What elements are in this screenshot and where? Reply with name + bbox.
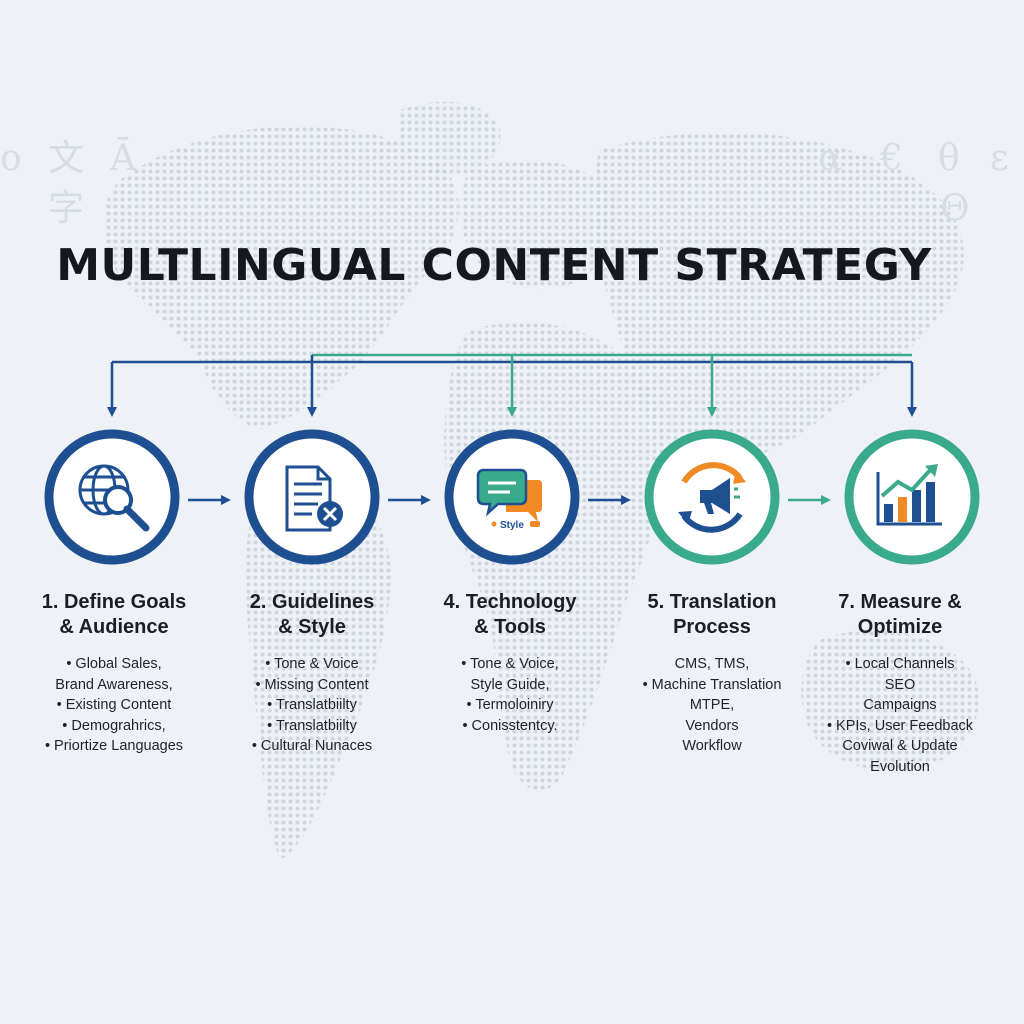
step-title-line: 2. Guidelines xyxy=(249,591,375,613)
bullet-item: • Translatbiilty xyxy=(267,697,357,713)
step-measure: 7. Measure & Optimize • Local Channels S… xyxy=(800,590,1000,777)
step-bullets: CMS, TMS, • Machine Translation MTPE, Ve… xyxy=(612,654,812,757)
map-north-america xyxy=(103,126,459,430)
step-1-circle xyxy=(44,429,180,565)
glyph-decoration: α xyxy=(818,138,842,179)
bullet-item: • Priortize Languages xyxy=(44,738,184,754)
top-connector xyxy=(107,353,917,417)
map-south-america xyxy=(245,468,391,860)
glyph-decoration: € xyxy=(879,138,903,179)
step-define-goals: 1. Define Goals & Audience • Global Sale… xyxy=(14,590,214,757)
step-title: 1. Define Goals & Audience xyxy=(14,590,214,640)
bullet-item: Vendors xyxy=(685,717,739,734)
megaphone-cycle-icon xyxy=(678,462,746,533)
step-title: 5. Translation Process xyxy=(612,590,812,640)
bullet-item: • Tone & Voice xyxy=(265,656,359,672)
bullet-item: SEO xyxy=(884,676,916,693)
map-greenland xyxy=(397,101,501,176)
step-bullets: • Tone & Voice, Style Guide, • Termoloin… xyxy=(410,654,610,736)
bullet-item: • Machine Translation xyxy=(642,676,782,693)
step-guidelines: 2. Guidelines & Style • Tone & Voice • M… xyxy=(212,590,412,757)
step-5-circle xyxy=(844,429,980,565)
bullet-item: • Translatbiilty xyxy=(267,717,357,734)
bar-chart-growth-icon xyxy=(876,464,942,526)
step-3-circle: Style xyxy=(444,429,580,565)
bullet-item: • KPIs, User Feedback xyxy=(826,717,974,734)
glyph-decoration: 文 xyxy=(48,138,84,179)
step-title-line: & Style xyxy=(278,616,346,638)
step-title-line: Process xyxy=(673,616,751,638)
bullet-item: • Demograhrics, xyxy=(62,717,166,734)
bullet-item: • Cultural Nunaces xyxy=(251,738,373,754)
bullet-item: • Global Sales, xyxy=(66,656,162,672)
glyph-decoration: ε xyxy=(990,138,1009,179)
step-bullets: • Global Sales, Brand Awareness, • Exist… xyxy=(14,654,214,757)
step-technology: 4. Technology & Tools • Tone & Voice, St… xyxy=(410,590,610,736)
step-bullets: • Tone & Voice • Missing Content • Trans… xyxy=(212,654,412,757)
glyph-decoration: θ xyxy=(938,138,960,179)
map-australia xyxy=(801,630,979,771)
step-translation: 5. Translation Process CMS, TMS, • Machi… xyxy=(612,590,812,757)
bullet-item: • Tone & Voice, xyxy=(461,656,559,672)
glyph-decoration: Θ xyxy=(940,188,970,229)
step-title-line: & Audience xyxy=(59,616,169,638)
bullet-item: • Termoloiniry xyxy=(466,697,554,713)
chat-bubbles-icon: Style xyxy=(476,468,542,531)
bullet-item: • Missing Content xyxy=(255,676,369,693)
bullet-item: Campaigns xyxy=(863,697,937,713)
step-2-circle xyxy=(244,429,380,565)
bullet-item: Workflow xyxy=(682,738,742,754)
glyph-decoration: 字 xyxy=(48,188,84,229)
bullet-item: • Existing Content xyxy=(56,697,172,713)
step-title: 4. Technology & Tools xyxy=(410,590,610,640)
bullet-item: Evolution xyxy=(870,758,930,775)
map-europe xyxy=(459,159,619,289)
bullet-item: • Conisstentcy. xyxy=(462,717,558,734)
glyph-decoration: Ā xyxy=(109,138,137,179)
map-asia xyxy=(593,132,964,463)
step-title-line: & Tools xyxy=(474,616,546,638)
bullet-item: Style Guide, xyxy=(470,676,550,693)
step-title-line: 5. Translation xyxy=(647,591,777,613)
step-title-line: 4. Technology xyxy=(443,591,577,613)
bullet-item: Brand Awareness, xyxy=(55,676,173,693)
step-4-circle xyxy=(644,429,780,565)
bullet-item: • Local Channels xyxy=(845,656,955,672)
page-title: MULTLINGUAL CONTENT STRATEGY xyxy=(56,240,932,291)
step-title-line: Optimize xyxy=(857,616,943,638)
style-label: Style xyxy=(500,520,524,531)
step-title: 7. Measure & Optimize xyxy=(800,590,1000,640)
step-title-line: 1. Define Goals xyxy=(41,591,187,613)
bullet-item: MTPE, xyxy=(689,697,735,713)
globe-magnifier-icon xyxy=(78,464,150,532)
document-x-icon xyxy=(285,465,343,532)
step-title-line: 7. Measure & xyxy=(838,591,962,613)
bullet-item: CMS, TMS, xyxy=(674,656,750,672)
step-title: 2. Guidelines & Style xyxy=(212,590,412,640)
bullet-item: Coviwal & Update xyxy=(842,738,958,754)
glyph-decoration: ο xyxy=(0,138,22,179)
step-bullets: • Local Channels SEO Campaigns • KPIs, U… xyxy=(800,654,1000,777)
